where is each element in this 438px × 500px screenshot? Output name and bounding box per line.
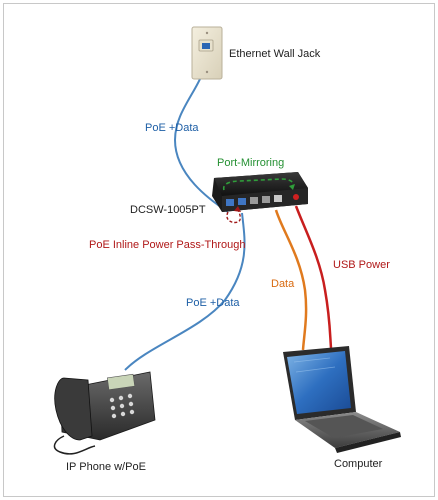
poe-cable-wall-to-switch — [173, 61, 229, 213]
poe-data-top-label: PoE +Data — [145, 122, 199, 134]
data-cable-label: Data — [271, 278, 295, 290]
usb-power-cable — [294, 205, 333, 349]
poe-cable-switch-to-phone — [124, 212, 246, 371]
wall-jack-label: Ethernet Wall Jack — [229, 48, 321, 60]
poe-passthrough-label: PoE Inline Power Pass-Through — [89, 239, 246, 251]
computer-label: Computer — [334, 458, 383, 470]
port-mirroring-label: Port-Mirroring — [217, 157, 284, 169]
poe-data-bottom-label: PoE +Data — [186, 297, 240, 309]
usb-power-label: USB Power — [333, 259, 390, 271]
ip-phone-icon — [53, 371, 156, 455]
laptop-icon — [283, 346, 401, 453]
passthrough-arrow — [226, 209, 241, 224]
wall-jack-icon — [191, 26, 223, 80]
switch-icon — [212, 172, 308, 212]
passthrough-arrowhead — [234, 206, 241, 212]
data-cable — [274, 209, 308, 351]
ip-phone-label: IP Phone w/PoE — [66, 461, 146, 473]
switch-model-label: DCSW-1005PT — [130, 204, 206, 216]
